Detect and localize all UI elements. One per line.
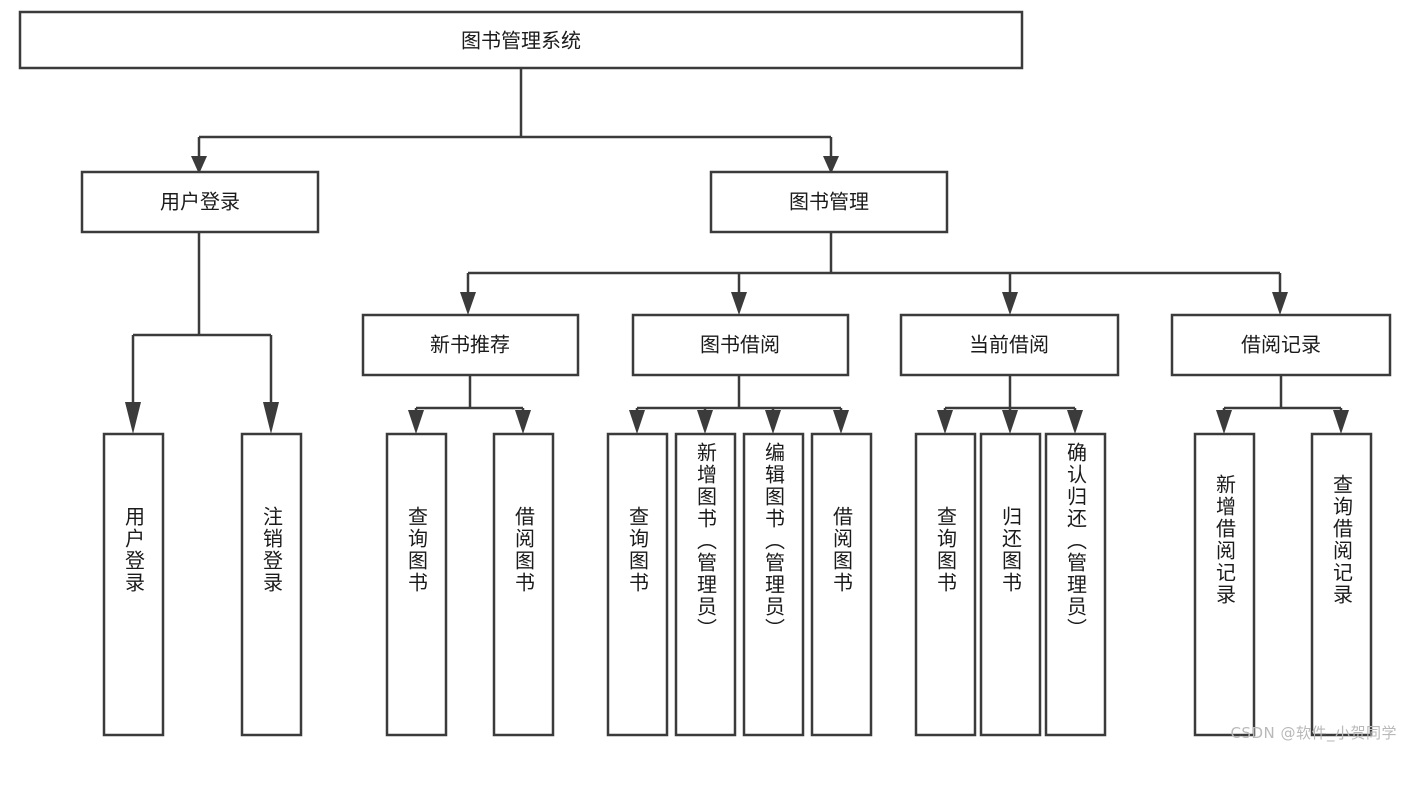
leaf-box-new-book-0[interactable] xyxy=(385,432,448,737)
node-root-label: 图书管理系统 xyxy=(461,29,581,53)
leaf-box-user-login-1[interactable] xyxy=(240,432,303,737)
connector-group-root-to-level1 xyxy=(191,68,839,174)
leaf-box-book-borrow-0[interactable] xyxy=(606,432,669,737)
node-new-book-recommend-label: 新书推荐 xyxy=(430,333,510,357)
node-user-login[interactable] xyxy=(80,170,320,234)
leaf-box-current-borrow-0[interactable] xyxy=(914,432,977,737)
diagram-canvas: 图书管理系统 用户登录 图书管理 新书推荐 图书借阅 当前借阅 借阅记录 用户登… xyxy=(18,10,1397,742)
leaf-box-borrow-record-0[interactable] xyxy=(1193,432,1256,737)
connector-group-bookborrow-to-leaves xyxy=(629,375,849,434)
node-borrow-record[interactable] xyxy=(1170,313,1392,377)
leaf-box-book-borrow-1[interactable] xyxy=(674,432,737,737)
node-book-borrow[interactable] xyxy=(631,313,850,377)
leaf-box-book-borrow-2[interactable] xyxy=(742,432,805,737)
watermark-label: CSDN @软件_小贺同学 xyxy=(1230,724,1397,742)
leaf-box-current-borrow-2[interactable] xyxy=(1044,432,1107,737)
node-book-management[interactable] xyxy=(709,170,949,234)
connector-group-borrowrecord-to-leaves xyxy=(1216,375,1349,434)
node-book-management-label: 图书管理 xyxy=(789,190,869,214)
connector-group-bookmgmt-to-level2 xyxy=(460,232,1288,315)
leaf-box-user-login-0[interactable] xyxy=(102,432,165,737)
node-current-borrow[interactable] xyxy=(899,313,1120,377)
node-current-borrow-label: 当前借阅 xyxy=(969,333,1049,357)
connector-group-userlogin-to-leaves xyxy=(125,232,279,434)
leaf-box-current-borrow-1[interactable] xyxy=(979,432,1042,737)
node-root-book-management-system[interactable] xyxy=(18,10,1024,70)
connector-group-currentborrow-to-leaves xyxy=(937,375,1083,434)
leaf-box-borrow-record-1[interactable] xyxy=(1310,432,1373,737)
connector-group-newbook-to-leaves xyxy=(408,375,531,434)
node-borrow-record-label: 借阅记录 xyxy=(1241,333,1321,357)
node-new-book-recommend[interactable] xyxy=(361,313,580,377)
node-book-borrow-label: 图书借阅 xyxy=(700,333,780,357)
diagram-svg: 图书管理系统 用户登录 图书管理 新书推荐 图书借阅 当前借阅 借阅记录 xyxy=(18,10,1392,737)
leaf-box-new-book-1[interactable] xyxy=(492,432,555,737)
leaf-box-book-borrow-3[interactable] xyxy=(810,432,873,737)
node-user-login-label: 用户登录 xyxy=(160,190,240,214)
